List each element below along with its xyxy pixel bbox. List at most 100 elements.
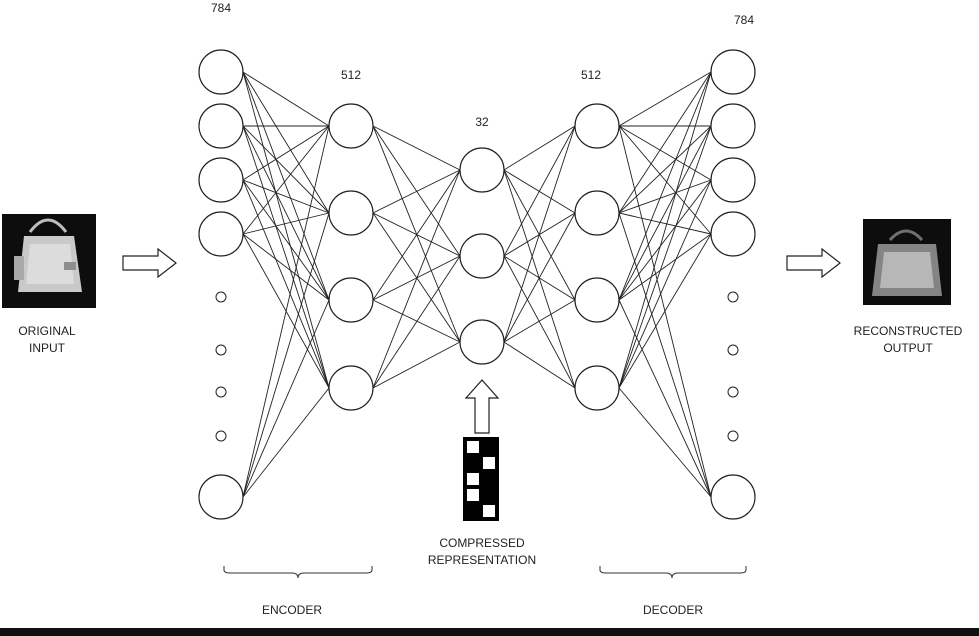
input-label-line-1: ORIGINAL: [18, 324, 76, 338]
neuron-enc-h-1: [328, 190, 374, 236]
ellipsis-neuron-input-0: [215, 291, 227, 303]
neuron-enc-h-2: [328, 277, 374, 323]
connection-code-2-dec-h-1: [503, 212, 576, 343]
connection-dec-h-1-output-2: [618, 179, 712, 214]
ellipsis-neuron-input-2: [215, 386, 227, 398]
ellipsis-neuron-output-2: [727, 386, 739, 398]
neuron-input-3: [198, 211, 244, 257]
connection-input-2-enc-h-3: [242, 179, 330, 389]
code-image: [463, 437, 499, 521]
connection-dec-h-2-output-4: [618, 299, 712, 498]
connection-input-4-enc-h-0: [242, 125, 330, 498]
connection-dec-h-1-output-1: [618, 125, 712, 214]
window-bottom-border: [0, 628, 979, 636]
connection-input-3-enc-h-2: [242, 233, 330, 301]
neuron-input-1: [198, 103, 244, 149]
connection-dec-h-0-output-0: [618, 71, 712, 127]
connection-input-4-enc-h-3: [242, 387, 330, 498]
neuron-enc-h-3: [328, 365, 374, 411]
neurons: [198, 49, 756, 520]
neuron-code-1: [459, 233, 505, 279]
connection-code-2-dec-h-0: [503, 125, 576, 343]
output-arrow-icon: [786, 247, 841, 279]
neuron-code-2: [459, 319, 505, 365]
code-label-line-1: COMPRESSED: [439, 536, 525, 550]
layer-size-decoder-hidden: 512: [581, 68, 601, 82]
connection-code-2-dec-h-2: [503, 299, 576, 343]
neuron-output-3: [710, 211, 756, 257]
layer-size-output: 784: [734, 13, 754, 27]
neuron-dec-h-0: [574, 103, 620, 149]
layer-size-input: 784: [211, 1, 231, 15]
connection-input-0-enc-h-2: [242, 71, 330, 301]
neuron-output-2: [710, 157, 756, 203]
output-label-line-1: RECONSTRUCTED: [854, 324, 963, 338]
neuron-enc-h-0: [328, 103, 374, 149]
ellipsis-neuron-input-1: [215, 344, 227, 356]
connection-enc-h-2-code-0: [372, 169, 461, 301]
connection-dec-h-1-output-3: [618, 212, 712, 235]
decoder-label: DECODER: [643, 603, 703, 617]
connection-dec-h-1-output-0: [618, 71, 712, 214]
connection-code-0-dec-h-0: [503, 125, 576, 171]
ellipsis-neuron-output-0: [727, 291, 739, 303]
code-arrow-icon: [464, 379, 500, 434]
connection-dec-h-2-output-1: [618, 125, 712, 301]
connection-code-1-dec-h-0: [503, 125, 576, 257]
connection-dec-h-3-output-2: [618, 179, 712, 389]
neuron-dec-h-1: [574, 190, 620, 236]
connection-input-2-enc-h-0: [242, 125, 330, 181]
connection-input-2-enc-h-1: [242, 179, 330, 214]
connection-enc-h-1-code-0: [372, 169, 461, 214]
connections: [242, 71, 712, 498]
connection-input-1-enc-h-1: [242, 125, 330, 214]
layer-size-code: 32: [475, 115, 489, 129]
encoder-label: ENCODER: [262, 603, 322, 617]
connection-input-1-enc-h-2: [242, 125, 330, 301]
connection-input-0-enc-h-3: [242, 71, 330, 389]
connection-code-1-dec-h-3: [503, 255, 576, 389]
output-label-line-2: OUTPUT: [883, 341, 933, 355]
neuron-dec-h-2: [574, 277, 620, 323]
connection-dec-h-3-output-0: [618, 71, 712, 389]
connection-input-2-enc-h-2: [242, 179, 330, 301]
connection-enc-h-3-code-1: [372, 255, 461, 389]
neuron-code-0: [459, 147, 505, 193]
input-arrow-icon: [122, 247, 177, 279]
connection-dec-h-3-output-1: [618, 125, 712, 389]
neuron-dec-h-3: [574, 365, 620, 411]
connection-enc-h-3-code-2: [372, 341, 461, 389]
connection-input-1-enc-h-3: [242, 125, 330, 389]
neuron-output-0: [710, 49, 756, 95]
connection-dec-h-1-output-4: [618, 212, 712, 498]
connection-input-3-enc-h-1: [242, 212, 330, 235]
connection-dec-h-3-output-4: [618, 387, 712, 498]
connection-input-4-enc-h-1: [242, 212, 330, 498]
connection-dec-h-3-output-3: [618, 233, 712, 389]
connection-code-0-dec-h-3: [503, 169, 576, 389]
connection-dec-h-2-output-0: [618, 71, 712, 301]
code-label-line-2: REPRESENTATION: [428, 553, 536, 567]
ellipsis-neuron-output-3: [727, 430, 739, 442]
input-image: [2, 214, 96, 308]
decoder-brace: [599, 566, 747, 579]
connection-input-3-enc-h-0: [242, 125, 330, 235]
connection-enc-h-3-code-0: [372, 169, 461, 389]
connection-input-4-enc-h-2: [242, 299, 330, 498]
encoder-brace: [223, 566, 373, 579]
connection-dec-h-2-output-2: [618, 179, 712, 301]
neuron-input-0: [198, 49, 244, 95]
connection-enc-h-0-code-0: [372, 125, 461, 171]
connection-dec-h-2-output-3: [618, 233, 712, 301]
connection-dec-h-0-output-3: [618, 125, 712, 235]
neuron-output-1: [710, 103, 756, 149]
connection-code-2-dec-h-3: [503, 341, 576, 389]
output-image: [863, 219, 951, 305]
neuron-output-4: [710, 474, 756, 520]
layer-size-encoder-hidden: 512: [341, 68, 361, 82]
ellipsis-neuron-input-3: [215, 430, 227, 442]
connection-input-0-enc-h-0: [242, 71, 330, 127]
neuron-input-2: [198, 157, 244, 203]
